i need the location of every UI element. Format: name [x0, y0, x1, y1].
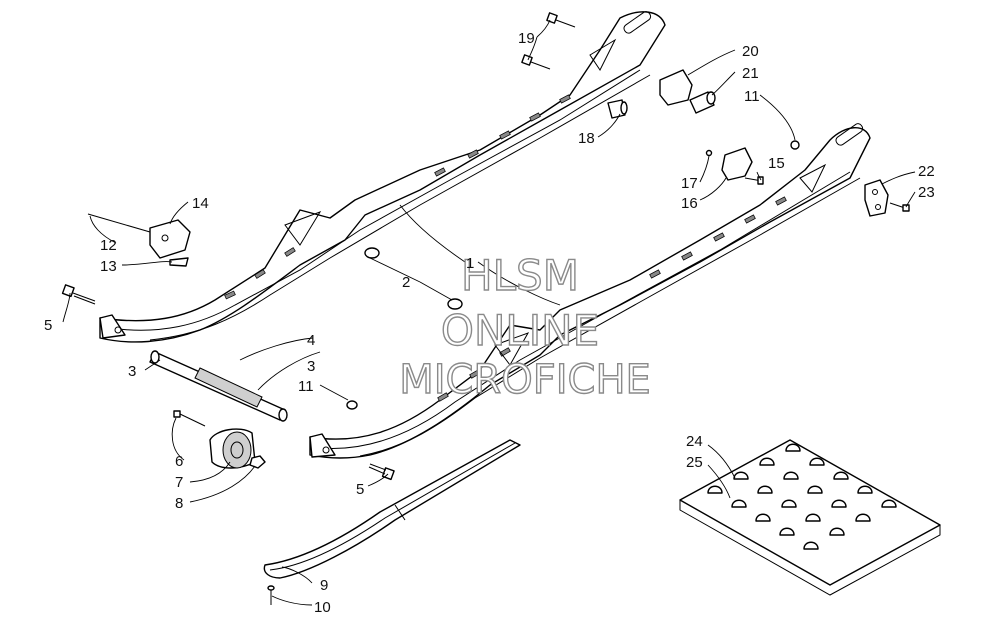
callout-21: 21 — [742, 65, 759, 82]
track-lug — [803, 541, 819, 550]
track-lug — [833, 471, 849, 480]
track-lug — [807, 485, 823, 494]
callout-22: 22 — [918, 163, 935, 180]
callout-11b: 11 — [744, 88, 760, 105]
callout-18: 18 — [578, 130, 595, 147]
callout-7: 7 — [175, 474, 183, 491]
track-lug — [831, 499, 847, 508]
callout-16: 16 — [681, 195, 698, 212]
cross-shaft — [149, 350, 288, 422]
bolt-15 — [744, 176, 764, 185]
bumper-20 — [659, 69, 693, 106]
bracket-14 — [87, 213, 191, 267]
washer-2 — [364, 247, 463, 310]
bushing-18 — [607, 99, 628, 119]
bolt-5-lower — [368, 463, 395, 481]
track-lug — [733, 471, 749, 480]
callout-8: 8 — [175, 495, 183, 512]
callout-9: 9 — [320, 577, 328, 594]
track-lug — [805, 513, 821, 522]
callout-6: 6 — [175, 453, 183, 470]
track-lug — [759, 457, 775, 466]
watermark-line-3: MICROFICHE — [399, 357, 651, 403]
callout-labels: 1 2 3 3 4 5 5 6 7 8 9 10 11 11 12 13 14 … — [44, 30, 935, 616]
rear-rail-assembly — [99, 11, 666, 343]
track-lug — [857, 485, 873, 494]
track-lug — [855, 513, 871, 522]
rail-slots-rear — [224, 94, 571, 300]
bumper-16 — [721, 147, 753, 181]
watermark: HLSM ONLINE MICROFICHE — [398, 250, 651, 403]
callout-23: 23 — [918, 184, 935, 201]
bolt-23 — [889, 202, 910, 212]
slide-9 — [263, 439, 521, 579]
callout-24: 24 — [686, 433, 703, 450]
nut-11 — [346, 140, 800, 410]
callout-5b: 5 — [356, 481, 364, 498]
callout-17: 17 — [681, 175, 698, 192]
track-lug — [731, 499, 747, 508]
leader-lines — [62, 19, 916, 606]
track-lug — [809, 457, 825, 466]
bolt-5-upper — [61, 284, 96, 305]
callout-4: 4 — [307, 332, 315, 349]
callout-2: 2 — [402, 274, 410, 291]
track-lug — [881, 499, 897, 508]
track-section — [679, 439, 941, 596]
bolt-6 — [173, 410, 206, 427]
callout-13: 13 — [100, 258, 117, 275]
track-lug — [755, 513, 771, 522]
bushing-21 — [689, 91, 716, 114]
track-lug — [829, 527, 845, 536]
track-lug — [757, 485, 773, 494]
rail-slots-front — [437, 196, 787, 402]
screw-10 — [267, 585, 275, 605]
callout-11a: 11 — [298, 378, 314, 395]
track-lug — [707, 485, 723, 494]
track-lug — [779, 527, 795, 536]
callout-14: 14 — [192, 195, 209, 212]
track-lug — [783, 471, 799, 480]
track-lugs — [707, 443, 897, 550]
callout-5a: 5 — [44, 317, 52, 334]
track-lug — [785, 443, 801, 452]
watermark-line-2: ONLINE — [441, 306, 599, 355]
nut-8 — [249, 455, 266, 469]
bolt-17 — [705, 149, 713, 157]
idler-wheel — [209, 428, 256, 469]
callout-15: 15 — [768, 155, 785, 172]
front-rail-assembly — [309, 123, 871, 459]
callout-1: 1 — [466, 255, 474, 272]
track-lug — [781, 499, 797, 508]
bracket-22 — [864, 179, 889, 217]
callout-3a: 3 — [128, 363, 136, 380]
callout-25: 25 — [686, 454, 703, 471]
callout-12: 12 — [100, 237, 117, 254]
callout-3b: 3 — [307, 358, 315, 375]
callout-19: 19 — [518, 30, 535, 47]
watermark-line-1: HLSM — [461, 251, 579, 300]
callout-10: 10 — [314, 599, 331, 616]
callout-20: 20 — [742, 43, 759, 60]
